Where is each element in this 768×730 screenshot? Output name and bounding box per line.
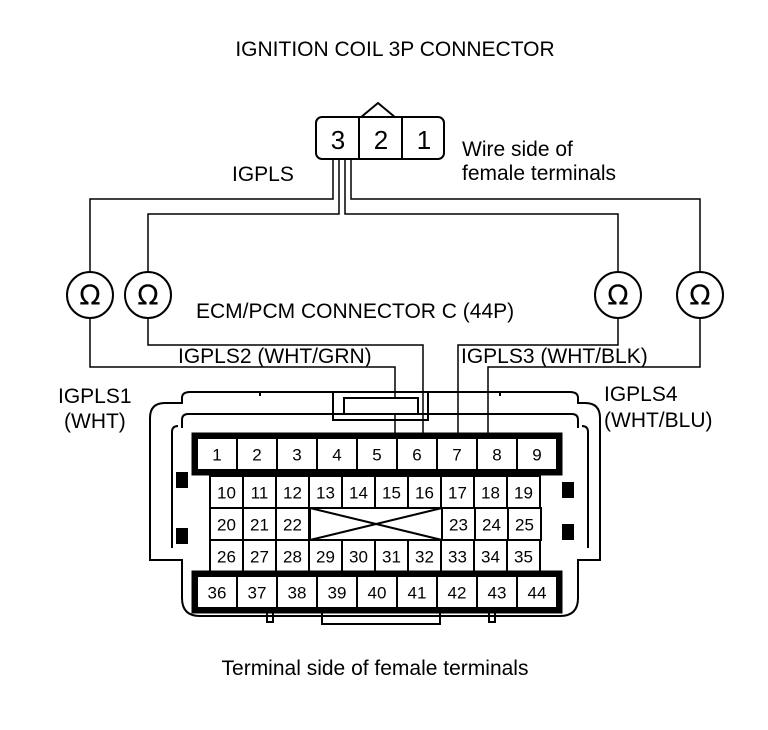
ecm-pin-37: 37: [248, 584, 267, 603]
footer-label: Terminal side of female terminals: [222, 657, 529, 680]
igpls-label: IGPLS: [232, 163, 294, 186]
ecm-pin-41: 41: [408, 584, 427, 603]
ohm-symbol-3: Ω: [607, 279, 628, 312]
ecm-pin-17: 17: [448, 484, 467, 503]
ohm-symbol-1: Ω: [79, 279, 100, 312]
ecm-pin-3: 3: [292, 446, 301, 465]
ecm-row-border: [191, 570, 563, 614]
ecm-pin-cell: [506, 475, 541, 509]
ecm-pin-36: 36: [208, 584, 227, 603]
igpls2-label: IGPLS2 (WHT/GRN): [178, 345, 372, 368]
wire-side-label-2: female terminals: [462, 162, 616, 185]
wire-side-label-1: Wire side of: [462, 138, 573, 161]
ecm-pin-cell: [236, 437, 278, 471]
ecm-pin-24: 24: [482, 516, 501, 535]
ecm-pin-10: 10: [217, 484, 236, 503]
ecm-row-border: [191, 432, 563, 476]
diagram-title: IGNITION COIL 3P CONNECTOR: [235, 38, 554, 61]
ecm-pin-43: 43: [488, 584, 507, 603]
ecm-pin-16: 16: [415, 484, 434, 503]
ecm-pin-26: 26: [217, 548, 236, 567]
ecm-row-2: 10 11 12 13 14 15 16 17 18 19: [209, 475, 541, 509]
ecm-pin-cell: [196, 437, 238, 471]
ecm-row-3: 20 21 22 23 24 25: [209, 507, 542, 541]
coil-pin-1: 1: [417, 125, 431, 155]
ecm-pin-cell: [473, 539, 508, 573]
ecm-pin-cell: [196, 575, 238, 609]
ecm-pin-19: 19: [514, 484, 533, 503]
ecm-pin-6: 6: [412, 446, 421, 465]
ecm-pin-1: 1: [212, 446, 221, 465]
ecm-pin-30: 30: [349, 548, 368, 567]
ecm-connector-body: [149, 391, 601, 625]
ecm-pin-cell: [316, 437, 358, 471]
ecm-pin-40: 40: [368, 584, 387, 603]
ecm-pin-12: 12: [283, 484, 302, 503]
igpls4-color-label: (WHT/BLU): [604, 409, 713, 432]
ecm-row-1: 1 2 3 4 5 6 7 8 9: [191, 432, 563, 476]
ecm-pin-11: 11: [251, 484, 269, 503]
ecm-pin-21: 21: [250, 516, 269, 535]
igpls3-label: IGPLS3 (WHT/BLK): [461, 345, 648, 368]
ecm-pin-7: 7: [452, 446, 461, 465]
ecm-pin-32: 32: [415, 548, 434, 567]
ecm-pin-35: 35: [514, 548, 533, 567]
ecm-row-5: 36 37 38 39 40 41 42 43 44: [191, 570, 563, 614]
ecm-pin-cell: [356, 437, 398, 471]
ecm-pin-33: 33: [448, 548, 467, 567]
ecm-pin-cell: [316, 575, 358, 609]
ecm-pin-18: 18: [481, 484, 500, 503]
ecm-pin-13: 13: [316, 484, 335, 503]
ecm-pin-cell: [436, 575, 478, 609]
ecm-pin-44: 44: [528, 584, 547, 603]
ohm-symbol-2: Ω: [137, 279, 158, 312]
ohm-symbol-4: Ω: [689, 279, 710, 312]
ecm-pin-cell: [436, 437, 478, 471]
ecm-pin-34: 34: [481, 548, 500, 567]
ecm-pin-cell: [356, 575, 398, 609]
ecm-pin-8: 8: [492, 446, 501, 465]
ecm-pin-31: 31: [382, 548, 401, 567]
ecm-pin-cell: [516, 575, 558, 609]
ecm-pin-15: 15: [382, 484, 401, 503]
igpls4-label: IGPLS4: [604, 383, 678, 406]
ecm-pin-27: 27: [250, 548, 269, 567]
ecm-pin-2: 2: [252, 446, 261, 465]
ohmmeter-2: Ω: [124, 271, 172, 319]
ecm-pin-23: 23: [449, 516, 468, 535]
ohmmeter-1: Ω: [66, 271, 114, 319]
ecm-connector-title: ECM/PCM CONNECTOR C (44P): [196, 300, 514, 323]
probe-wires: [89, 159, 701, 470]
ecm-pin-9: 9: [532, 446, 541, 465]
coil-pin-3: 3: [331, 125, 345, 155]
ohmmeter-4: Ω: [676, 271, 724, 319]
ecm-pin-cell: [396, 575, 438, 609]
ecm-pin-4: 4: [332, 446, 341, 465]
ecm-pin-39: 39: [328, 584, 347, 603]
ecm-row-4: 26 27 28 29 30 31 32 33 34 35: [209, 539, 541, 573]
ecm-pin-42: 42: [448, 584, 467, 603]
igpls1-label: IGPLS1: [58, 385, 132, 408]
ecm-pin-25: 25: [515, 516, 534, 535]
ohmmeter-3: Ω: [594, 271, 642, 319]
ecm-pin-cell: [516, 437, 558, 471]
ecm-pin-cell: [473, 475, 508, 509]
igpls1-color-label: (WHT): [64, 410, 126, 433]
ecm-pin-cell: [236, 575, 278, 609]
ecm-pin-14: 14: [349, 484, 368, 503]
ecm-pin-22: 22: [283, 516, 302, 535]
ecm-pin-cell: [506, 539, 541, 573]
ecm-pin-29: 29: [316, 548, 335, 567]
ecm-pin-20: 20: [217, 516, 236, 535]
blank-cavity: [309, 507, 443, 541]
ecm-pin-38: 38: [288, 584, 307, 603]
ecm-pin-28: 28: [283, 548, 302, 567]
ignition-coil-connector: 3 2 1: [315, 101, 445, 160]
coil-pin-2: 2: [374, 125, 388, 155]
ecm-pin-5: 5: [372, 446, 381, 465]
ecm-pin-cell: [396, 437, 438, 471]
